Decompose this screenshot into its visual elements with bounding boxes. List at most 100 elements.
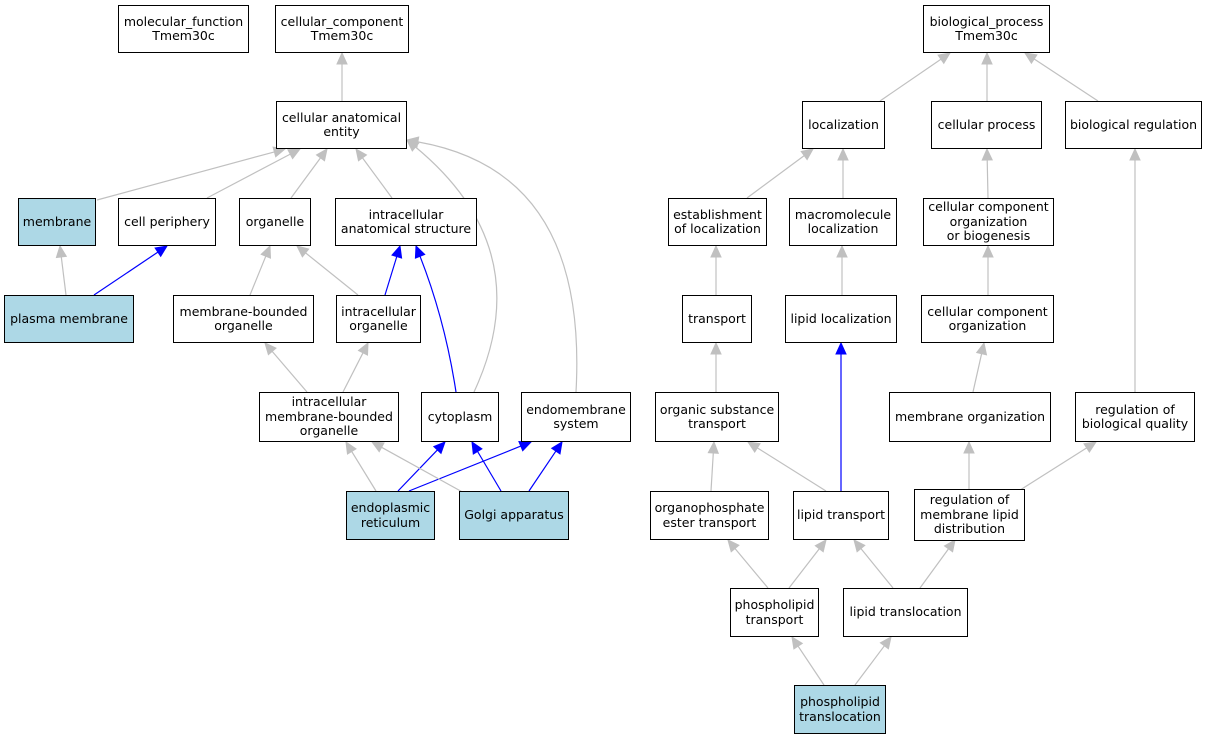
node-intracellular-organelle: intracellular organelle <box>336 295 421 343</box>
arrowhead-bp-cp <box>981 51 993 65</box>
node-organelle: organelle <box>239 198 311 246</box>
node-membrane: membrane <box>18 198 96 246</box>
arrowhead-bp-br <box>1023 52 1038 65</box>
edge-er-imbo <box>351 451 377 492</box>
node-biological-regulation: biological regulation <box>1065 101 1202 149</box>
node-cellular-component: cellular_component Tmem30c <box>275 5 409 53</box>
edge-mbo-organelle <box>249 255 267 296</box>
edge-bp-br <box>1033 58 1099 102</box>
edge-bp-loc <box>879 58 942 102</box>
node-transport: transport <box>682 295 752 343</box>
arrowhead-cae-organelle <box>315 148 328 162</box>
edge-pt-lt <box>788 548 820 589</box>
node-membrane-bounded-organelle: membrane-bounded organelle <box>173 295 314 343</box>
arrowhead-er-cyto <box>432 441 446 455</box>
arrowhead-transport-eol <box>710 244 722 258</box>
edge-eol-loc <box>746 155 805 199</box>
edge-cae-membrane <box>96 151 275 201</box>
arrowhead-ml-loc <box>837 147 849 161</box>
node-establishment-of-localization: establishment of localization <box>668 198 767 246</box>
arrowhead-pt-lt <box>814 539 827 553</box>
arrowhead-cae-cellperiphery <box>287 148 302 160</box>
node-phospholipid-transport: phospholipid transport <box>730 588 819 637</box>
edge-golgi-endo <box>528 450 557 492</box>
arrowhead-io-organelle <box>296 245 310 258</box>
edge-ptl-pt <box>797 645 825 686</box>
node-ccob: cellular component organization or bioge… <box>923 198 1054 246</box>
edge-ltr-lt <box>860 548 894 589</box>
node-regulation-of-membrane-lipid-distribution: regulation of membrane lipid distributio… <box>914 489 1025 541</box>
edge-pt-oet <box>734 548 769 589</box>
arrowhead-pm-cellperiphery <box>154 245 168 258</box>
edge-cae-organelle <box>290 157 321 199</box>
arrowhead-io-ias <box>391 244 403 259</box>
node-plasma-membrane: plasma membrane <box>4 295 134 343</box>
node-golgi-apparatus: Golgi apparatus <box>459 491 569 540</box>
arrowhead-ptl-pt <box>791 635 804 650</box>
node-cell-periphery: cell periphery <box>118 198 216 246</box>
edge-golgi-imbo <box>381 446 467 495</box>
arrowhead-oet-ost <box>707 440 720 454</box>
edge-imbo-mbo <box>271 351 308 393</box>
edge-ccob-cp <box>986 159 989 199</box>
arrowhead-eol-loc <box>800 148 814 161</box>
edge-lt-ost <box>756 447 827 492</box>
arrowhead-golgi-endo <box>550 441 563 455</box>
node-cytoplasm: cytoplasm <box>421 392 499 442</box>
node-cellular-process: cellular process <box>931 101 1042 149</box>
arrowhead-imbo-io <box>357 341 369 356</box>
arrowhead-rmld-rbq <box>1083 441 1098 454</box>
edge-er-endo <box>408 445 522 492</box>
arrowhead-pm-membrane <box>55 244 68 259</box>
edge-er-cyto <box>397 449 438 492</box>
edge-io-organelle <box>305 252 359 296</box>
node-lipid-translocation: lipid translocation <box>843 588 968 637</box>
node-localization: localization <box>802 101 885 149</box>
node-regulation-of-biological-quality: regulation of biological quality <box>1075 392 1195 442</box>
arrowhead-mbo-organelle <box>260 244 272 259</box>
arrowhead-cco-ccob <box>982 244 994 258</box>
node-molecular-function: molecular_function Tmem30c <box>118 5 249 53</box>
edge-cae-cytoplasm <box>415 146 498 393</box>
node-intracellular-anatomical-structure: intracellular anatomical structure <box>335 198 477 246</box>
arrowhead-cyto-ias <box>414 244 426 259</box>
arrowhead-ltr-lt <box>853 539 866 553</box>
edge-golgi-cyto <box>477 451 502 492</box>
arrowhead-ost-transport <box>710 341 722 355</box>
node-organophosphate-ester-transport: organophosphate ester transport <box>650 491 769 540</box>
node-lipid-transport: lipid transport <box>793 491 889 540</box>
node-endomembrane-system: endomembrane system <box>521 392 631 442</box>
node-macromolecule-localization: macromolecule localization <box>789 198 897 246</box>
arrowhead-er-imbo <box>345 440 357 455</box>
edge-cae-cellperiphery <box>206 153 291 199</box>
arrowhead-lt-ll <box>835 341 847 355</box>
arrowhead-ccob-cp <box>981 147 993 161</box>
edge-oet-ost <box>710 452 714 492</box>
node-lipid-localization: lipid localization <box>785 295 897 343</box>
arrowhead-golgi-cyto <box>471 440 483 455</box>
arrowhead-ll-ml <box>836 244 848 258</box>
node-intracellular-membrane-bounded-organelle: intracellular membrane-bounded organelle <box>259 392 399 442</box>
edge-ptl-ltr <box>854 645 885 686</box>
edge-rmld-rbq <box>1016 447 1088 493</box>
edge-pm-cellperiphery <box>93 251 159 296</box>
edge-io-ias <box>384 256 398 296</box>
arrowhead-cc-cae <box>336 51 348 65</box>
edge-mo-cco <box>972 353 983 393</box>
arrowhead-ptl-ltr <box>879 636 892 650</box>
arrowhead-mo-cco <box>975 341 988 356</box>
node-cellular-anatomical-entity: cellular anatomical entity <box>276 101 407 149</box>
arrowhead-cae-ias <box>355 148 368 162</box>
arrowhead-cae-endomembrane <box>405 136 420 148</box>
node-cellular-component-organization: cellular component organization <box>921 295 1054 343</box>
arrowhead-bp-loc <box>937 52 951 65</box>
edge-cyto-ias <box>419 255 457 393</box>
arrowhead-ltr-rmld <box>943 539 956 553</box>
node-membrane-organization: membrane organization <box>889 392 1051 442</box>
arrowhead-rmld-mo <box>963 440 975 454</box>
node-endoplasmic-reticulum: endoplasmic reticulum <box>346 491 435 540</box>
arrowhead-rbq-br <box>1129 147 1141 161</box>
node-organic-substance-transport: organic substance transport <box>655 392 779 442</box>
arrowhead-er-endo <box>518 440 533 452</box>
